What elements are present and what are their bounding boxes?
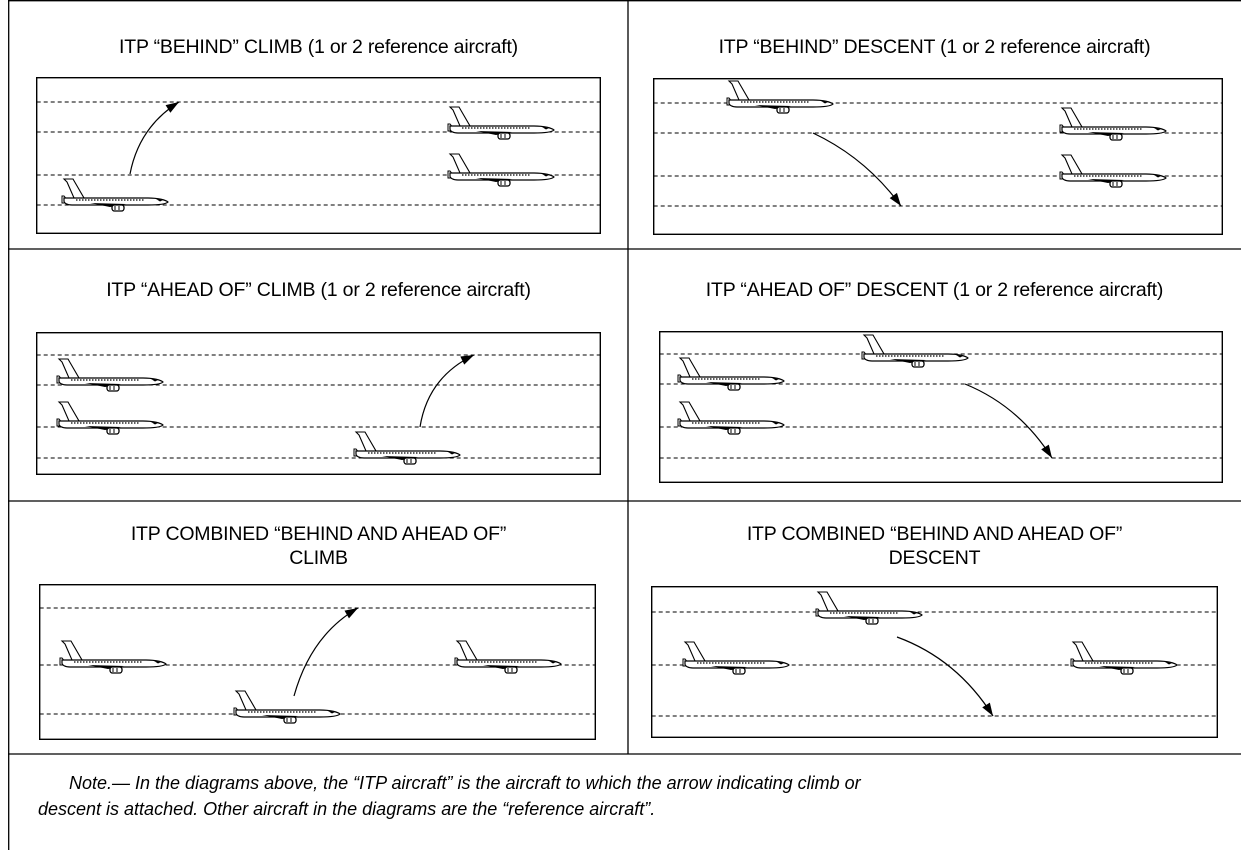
panel-behind-descent: ITP “BEHIND” DESCENT (1 or 2 reference a… — [628, 1, 1241, 249]
arrowhead-icon — [344, 608, 358, 619]
diagram-svg — [38, 583, 596, 741]
panel-title: ITP COMBINED “BEHIND AND AHEAD OF” CLIMB — [130, 523, 507, 569]
panel-combined-climb: ITP COMBINED “BEHIND AND AHEAD OF” CLIMB — [9, 502, 628, 754]
aircraft-icon — [56, 401, 164, 435]
maneuver-arrow — [964, 383, 1053, 459]
panel-title: ITP “BEHIND” CLIMB (1 or 2 reference air… — [119, 36, 518, 58]
maneuver-arrow — [419, 354, 475, 428]
panel-title: ITP “BEHIND” DESCENT (1 or 2 reference a… — [718, 36, 1151, 58]
aircraft-icon — [1070, 641, 1178, 675]
aircraft-icon — [61, 178, 169, 212]
maneuver-arrow — [129, 101, 180, 175]
aircraft-icon — [56, 358, 164, 392]
aircraft-icon — [59, 640, 167, 674]
aircraft-icon — [353, 431, 461, 465]
aircraft-icon — [861, 334, 969, 368]
diagram-svg — [652, 77, 1223, 236]
aircraft-icon — [682, 641, 790, 675]
diagram-frame — [658, 330, 1223, 484]
diagram-combined-descent — [650, 585, 1218, 739]
aircraft-icon — [1059, 154, 1167, 188]
panel-ahead-descent: ITP “AHEAD OF” DESCENT (1 or 2 reference… — [628, 250, 1241, 501]
aircraft-icon — [726, 80, 834, 114]
maneuver-arrow — [293, 607, 359, 697]
diagram-svg — [650, 585, 1218, 739]
arrowhead-icon — [982, 702, 993, 716]
panel-behind-climb: ITP “BEHIND” CLIMB (1 or 2 reference air… — [9, 1, 628, 249]
diagram-ahead-climb — [35, 331, 601, 476]
diagram-frame — [35, 76, 601, 235]
maneuver-arrow — [896, 636, 994, 717]
aircraft-icon — [447, 153, 555, 187]
diagram-svg — [35, 331, 601, 476]
aircraft-icon — [447, 106, 555, 140]
aircraft-icon — [1059, 107, 1167, 141]
note-line-2: descent is attached. Other aircraft in t… — [38, 799, 656, 819]
diagram-combined-climb — [38, 583, 596, 741]
diagram-frame — [652, 77, 1223, 236]
diagram-svg — [658, 330, 1223, 484]
diagram-behind-descent — [652, 77, 1223, 236]
diagram-frame — [35, 331, 601, 476]
panel-ahead-climb: ITP “AHEAD OF” CLIMB (1 or 2 reference a… — [9, 250, 628, 501]
arrowhead-icon — [889, 192, 901, 206]
panel-title: ITP “AHEAD OF” DESCENT (1 or 2 reference… — [705, 279, 1164, 301]
arrowhead-icon — [1041, 444, 1052, 458]
arrowhead-icon — [165, 102, 179, 113]
arrowhead-icon — [460, 355, 474, 365]
note: Note.— In the diagrams above, the “ITP a… — [38, 770, 1218, 822]
aircraft-icon — [677, 401, 785, 435]
diagram-behind-climb — [35, 76, 601, 235]
aircraft-icon — [454, 640, 562, 674]
panel-combined-descent: ITP COMBINED “BEHIND AND AHEAD OF” DESCE… — [628, 502, 1241, 754]
aircraft-icon — [233, 690, 341, 724]
maneuver-arrow — [812, 132, 902, 207]
panel-title: ITP COMBINED “BEHIND AND AHEAD OF” DESCE… — [746, 523, 1123, 569]
diagram-frame — [38, 583, 596, 741]
panel-title: ITP “AHEAD OF” CLIMB (1 or 2 reference a… — [106, 279, 531, 301]
note-line-1: Note.— In the diagrams above, the “ITP a… — [69, 773, 861, 793]
diagram-frame — [650, 585, 1218, 739]
aircraft-icon — [677, 357, 785, 391]
diagram-ahead-descent — [658, 330, 1223, 484]
aircraft-icon — [815, 591, 923, 625]
diagram-svg — [35, 76, 601, 235]
